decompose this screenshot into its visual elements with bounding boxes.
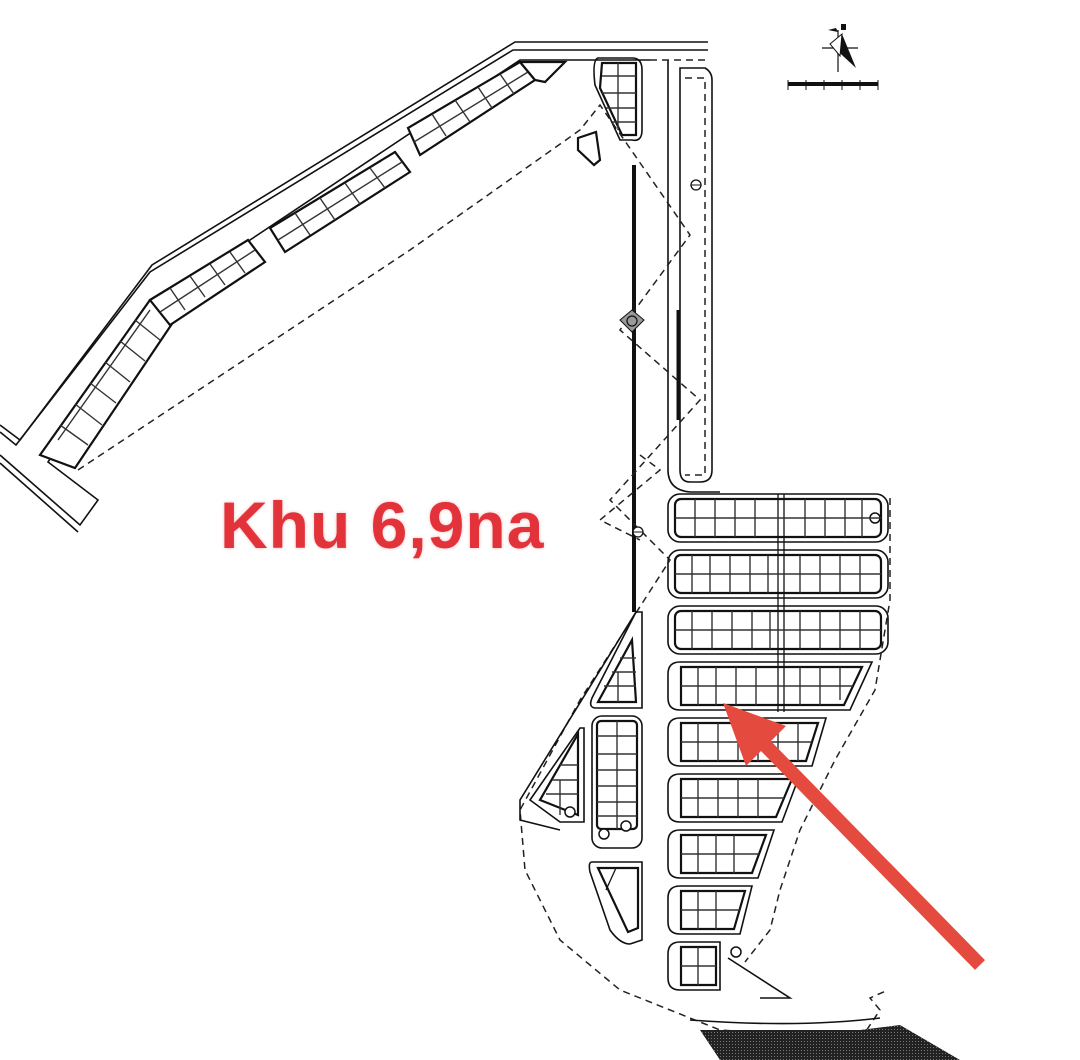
red-annotation-arrow	[723, 703, 986, 970]
west-wedge-road	[519, 611, 637, 831]
zone-area-label: Khu 6,9na	[220, 488, 545, 562]
small-plot	[576, 130, 602, 167]
north-lot-strip	[38, 60, 568, 470]
scale-bar	[787, 80, 879, 90]
bottom-hatched-area	[689, 1017, 960, 1060]
east-residential-grid	[667, 493, 889, 999]
main-north-south-road	[650, 59, 720, 493]
northwest-road	[0, 41, 708, 533]
north-arrow-icon	[822, 24, 858, 72]
top-corner-block	[593, 57, 643, 142]
parcel-boundary-dashed	[77, 103, 889, 1041]
west-wedge-blocks	[528, 611, 643, 945]
